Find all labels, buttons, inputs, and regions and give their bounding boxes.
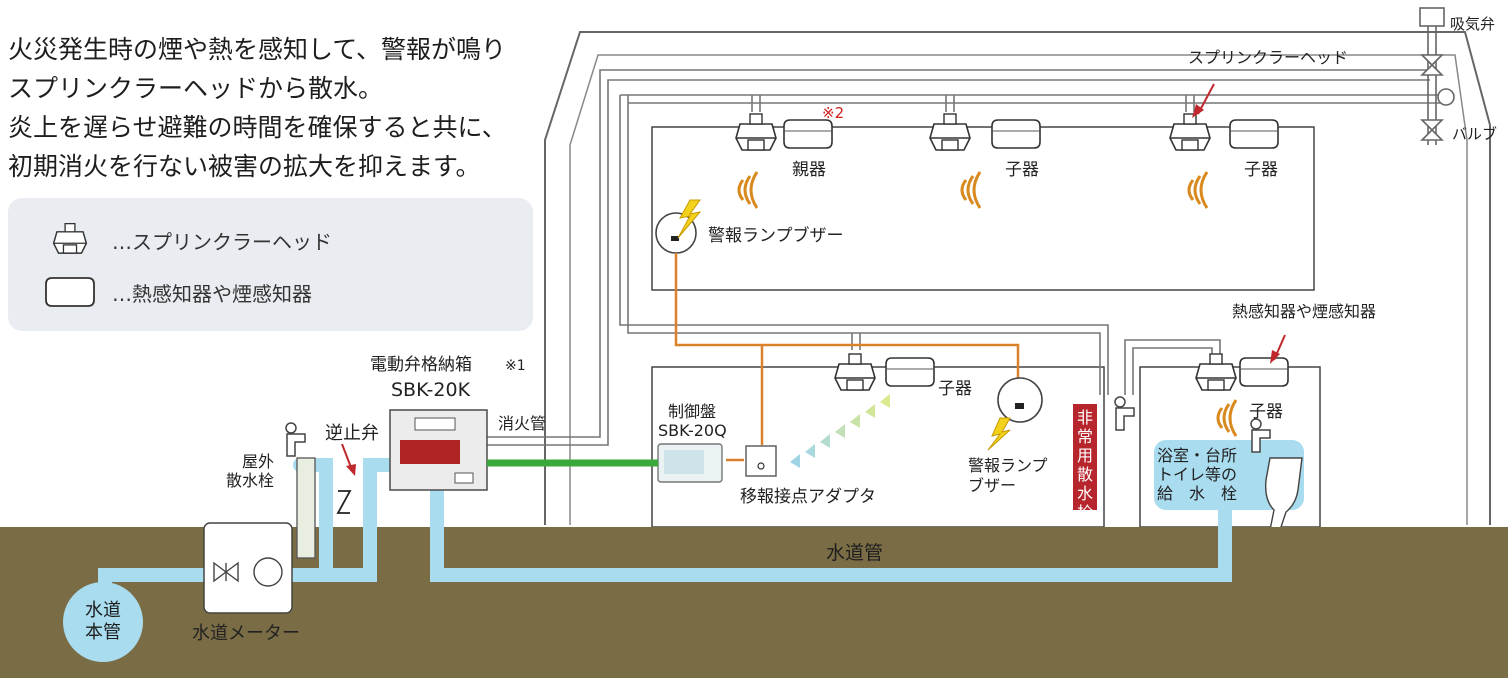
water-main-label-1: 水道 <box>85 600 121 621</box>
bath-label-2: トイレ等の <box>1157 465 1238 484</box>
child-unit-label-4: 子器 <box>1249 402 1283 422</box>
note-1: ※1 <box>505 358 526 374</box>
water-meter-box <box>203 522 293 614</box>
water-main-label-2: 本管 <box>85 622 121 643</box>
check-valve-label: 逆止弁 <box>325 423 379 444</box>
emergency-faucet-char-1: 非 <box>1076 408 1093 427</box>
intro-line-2: スプリンクラーヘッドから散水。 <box>8 74 384 103</box>
note-2: ※2 <box>822 104 845 122</box>
child-unit-label-3: 子器 <box>938 379 972 399</box>
valve-box-model: SBK-20K <box>391 379 471 401</box>
alarm-lamp-lower-label-2: ブザー <box>968 476 1017 495</box>
bath-label-1: 浴室・台所 <box>1157 446 1238 465</box>
alarm-lamp-lower-label-1: 警報ランプ <box>968 456 1048 475</box>
sprinkler-head-callout: スプリンクラーヘッド <box>1188 48 1349 67</box>
emergency-faucet-char-3: 用 <box>1076 446 1093 465</box>
emergency-faucet-label: 非 常 用 散 水 栓 <box>1073 404 1097 522</box>
legend-detector-label: …熱感知器や煙感知器 <box>112 281 312 306</box>
outdoor-faucet-label-1: 屋外 <box>242 452 275 471</box>
master-unit-label: 親器 <box>792 160 826 180</box>
emergency-faucet-char-4: 散 <box>1076 465 1093 484</box>
legend-row-sprinkler: …スプリンクラーヘッド <box>40 220 332 260</box>
legend: …スプリンクラーヘッド …熱感知器や煙感知器 <box>8 198 533 331</box>
valve-box-title: 電動弁格納箱 <box>370 355 472 375</box>
relay-adapter-box <box>745 445 777 477</box>
control-panel-label: 制御盤 <box>668 402 717 421</box>
upper-room <box>651 126 1315 291</box>
alarm-lamp-buzzer-upper-label: 警報ランプブザー <box>708 226 844 246</box>
outdoor-faucet-label-2: 散水栓 <box>226 471 275 490</box>
intake-valve-label: 吸気弁 <box>1450 15 1496 33</box>
intro-line-3: 炎上を遅らせ避難の時間を確保すると共に、 <box>8 113 507 142</box>
water-pipe-label: 水道管 <box>826 542 884 564</box>
detector-icon <box>45 277 95 307</box>
intro-line-1: 火災発生時の煙や熱を感知して、警報が鳴り <box>8 35 507 64</box>
child-unit-label-2: 子器 <box>1244 160 1278 180</box>
control-panel-model: SBK-20Q <box>658 421 727 440</box>
emergency-faucet-char-5: 水 <box>1076 484 1093 503</box>
emergency-faucet-char-2: 常 <box>1076 427 1093 446</box>
water-meter-label: 水道メーター <box>192 623 300 644</box>
detector-callout: 熱感知器や煙感知器 <box>1232 302 1377 321</box>
bath-label-3: 給 水 栓 <box>1157 484 1238 503</box>
fire-pipe-label: 消火管 <box>498 414 547 433</box>
legend-row-detector: …熱感知器や煙感知器 <box>40 272 312 312</box>
emergency-faucet-char-6: 栓 <box>1076 503 1093 522</box>
child-unit-label-1: 子器 <box>1005 160 1039 180</box>
legend-sprinkler-label: …スプリンクラーヘッド <box>112 229 332 254</box>
valve-label: バルブ <box>1452 125 1498 143</box>
intro-line-4: 初期消火を行ない被害の拡大を抑えます。 <box>8 152 481 181</box>
relay-adapter-label: 移報接点アダプタ <box>740 487 876 507</box>
intro-text: 火災発生時の煙や熱を感知して、警報が鳴り スプリンクラーヘッドから散水。 炎上を… <box>8 30 507 186</box>
water-main-label: 水道 本管 <box>66 600 140 644</box>
sprinkler-head-icon <box>52 222 88 254</box>
